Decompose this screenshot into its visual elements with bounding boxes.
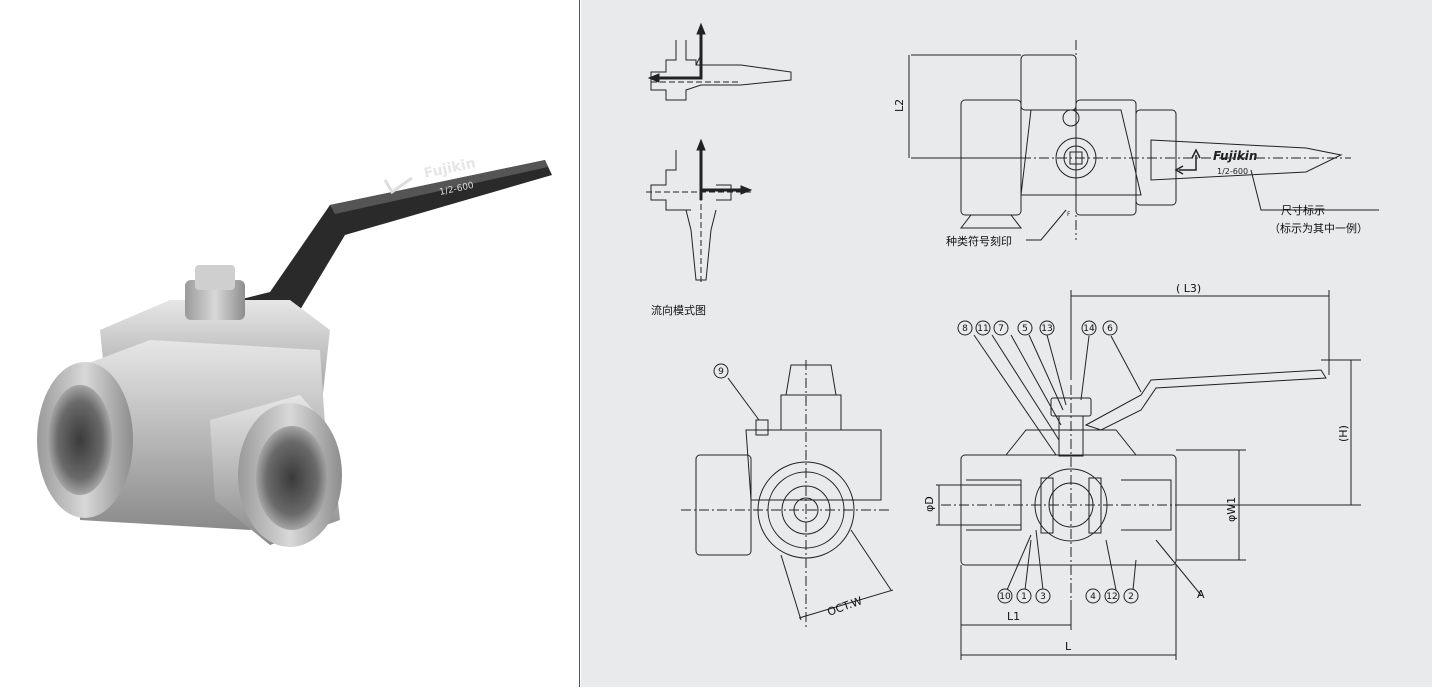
type-mark-letter: F — [1067, 211, 1071, 218]
part-balloons-top: 8 11 7 5 13 14 6 — [957, 320, 1118, 336]
technical-drawing-panel: 流向模式图 尺寸标示 （标示为其中一例） 种类符号刻印 F Fujikin 1/… — [581, 0, 1432, 687]
section-view — [936, 290, 1361, 660]
part-7: 7 — [998, 324, 1004, 334]
type-mark: 种类符号刻印 — [946, 234, 1012, 248]
dim-OCTW: OCT.W — [826, 594, 865, 619]
part-1: 1 — [1021, 592, 1027, 602]
drawing-handle-size: 1/2-600 — [1217, 167, 1248, 176]
ball-valve-photo: Fujikin 1/2-600 — [37, 155, 552, 547]
flow-schematic-bottom — [646, 138, 753, 285]
technical-drawing: 流向模式图 尺寸标示 （标示为其中一例） 种类符号刻印 F Fujikin 1/… — [646, 22, 1379, 660]
dim-D: φD — [923, 496, 936, 512]
flow-caption: 流向模式图 — [651, 303, 706, 317]
part-14: 14 — [1083, 324, 1095, 334]
flow-schematic-top — [647, 22, 792, 101]
part-12: 12 — [1106, 592, 1117, 602]
dim-L3: ( L3) — [1176, 282, 1201, 295]
size-mark-line2: （标示为其中一例） — [1269, 221, 1368, 235]
part-5: 5 — [1022, 324, 1028, 334]
right-port-hole — [256, 426, 328, 530]
part-2: 2 — [1128, 592, 1134, 602]
label-A: A — [1197, 588, 1205, 601]
drawing-handle-brand: Fujikin — [1213, 149, 1257, 163]
dim-L2: L2 — [893, 99, 906, 112]
part-11: 11 — [977, 324, 988, 334]
size-mark-line1: 尺寸标示 — [1281, 203, 1325, 217]
side-view — [681, 360, 894, 630]
part-8: 8 — [962, 324, 968, 334]
left-port-hole — [48, 385, 112, 495]
product-photo-panel: Fujikin 1/2-600 — [0, 0, 580, 687]
dim-L1: L1 — [1007, 610, 1020, 623]
part-6: 6 — [1107, 324, 1113, 334]
dim-L: L — [1065, 640, 1072, 653]
handle-lever — [238, 160, 552, 310]
part-13: 13 — [1041, 324, 1052, 334]
part-10: 10 — [999, 592, 1011, 602]
dim-H: (H) — [1337, 425, 1350, 442]
part-balloons-bottom: 10 1 3 4 12 2 — [997, 588, 1139, 604]
top-view — [908, 40, 1379, 241]
part-balloon-left: 9 — [713, 363, 729, 379]
part-3: 3 — [1040, 592, 1046, 602]
part-4: 4 — [1090, 592, 1096, 602]
part-9: 9 — [718, 367, 724, 377]
dim-W1: φW1 — [1225, 497, 1238, 522]
